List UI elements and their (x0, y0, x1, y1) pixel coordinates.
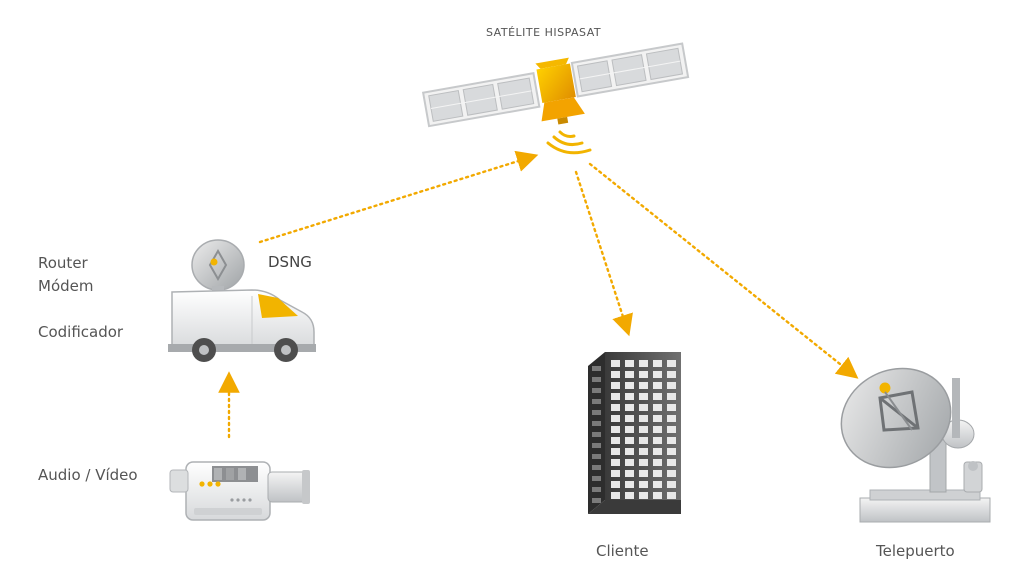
satellite-icon (421, 42, 690, 128)
arrow-satellite-to-teleport (588, 162, 859, 379)
label-dsng: DSNG (268, 253, 312, 271)
label-client: Cliente (596, 542, 649, 560)
arrow-satellite-to-client (574, 170, 633, 337)
teleport-dish-icon (840, 367, 991, 523)
label-audio-video: Audio / Vídeo (38, 466, 138, 484)
flow-arrows (218, 150, 859, 439)
office-building-icon (588, 352, 681, 514)
video-camera-icon (169, 461, 310, 521)
label-router: Router (38, 254, 88, 272)
label-encoder: Codificador (38, 323, 124, 341)
arrow-van-to-satellite (258, 150, 539, 244)
label-modem: Módem (38, 277, 94, 295)
label-satellite: SATÉLITE HISPASAT (486, 26, 602, 39)
signal-waves-icon (546, 130, 592, 155)
label-teleport: Telepuerto (876, 542, 955, 560)
dsng-van-icon (168, 239, 316, 362)
